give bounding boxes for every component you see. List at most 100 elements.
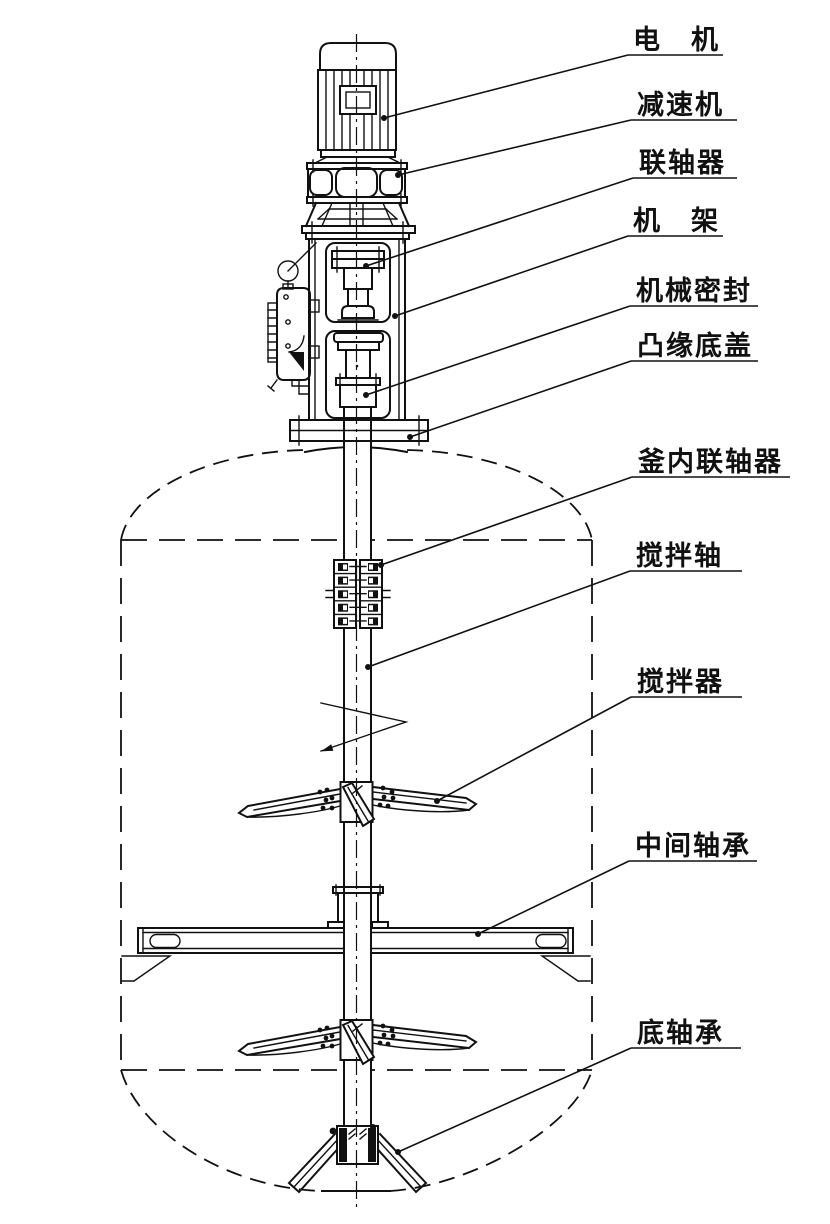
bearing-sleeve-right (368, 1128, 376, 1162)
pedestal-stand (301, 201, 416, 244)
motor (314, 42, 401, 164)
label-mechanical-seal: 机械密封 (363, 275, 758, 398)
label-bottom-bearing: 底轴承 (395, 1017, 741, 1155)
label-coupling-text: 联轴器 (639, 148, 726, 178)
frame-window-bottom (325, 330, 391, 419)
coupling-bolt-ticks (336, 246, 380, 273)
leader-line (365, 177, 634, 267)
agitator-lower (238, 1019, 477, 1065)
bearing-leg-right (370, 1132, 428, 1194)
level-sight-glass (267, 302, 278, 363)
label-coupling: 联轴器 (363, 148, 737, 269)
reducer-window-left (309, 169, 333, 196)
label-agitator-text: 搅拌器 (637, 666, 724, 697)
frame-top-plate (305, 232, 410, 240)
bearing-sleeve-left (339, 1128, 347, 1162)
coupling (331, 246, 385, 321)
seal-lower-housing (339, 384, 377, 408)
in-vessel-coupling-bolts (338, 563, 378, 626)
leader-line (380, 476, 633, 566)
label-in-vessel-coupling: 釜内联轴器 (378, 446, 790, 568)
reducer-window-right (379, 169, 403, 196)
label-reducer-text: 减速机 (637, 90, 724, 120)
label-agitator: 搅拌器 (434, 666, 742, 804)
wall-cleat-left (121, 955, 173, 982)
coupling-flange-upper (331, 250, 385, 260)
label-reducer: 减速机 (395, 90, 737, 178)
flange-bottom-cover (289, 415, 429, 446)
leader-dot (378, 562, 384, 568)
leader-line (394, 235, 629, 317)
leader-line (365, 305, 631, 396)
label-agitator-shaft: 搅拌轴 (365, 540, 742, 670)
leader-line (397, 119, 632, 176)
motor-cap (319, 42, 397, 71)
intermediate-bearing-housing (327, 884, 389, 929)
seal-fluid-pot (267, 242, 320, 395)
label-frame: 机 架 (392, 206, 723, 319)
vessel-top-head-left (120, 449, 306, 541)
leader-line (367, 570, 631, 668)
vessel-top-head-right (406, 449, 593, 541)
leader-dot (363, 392, 369, 398)
pot-valve-wedge (289, 352, 304, 371)
leader-line (409, 360, 632, 438)
beam-slot-right (535, 933, 567, 949)
beam-slot-left (149, 933, 181, 949)
leader-line (436, 696, 632, 802)
motor-junction-box-inner (345, 91, 371, 109)
label-motor: 电 机 (381, 25, 723, 121)
bearing-top-plate (332, 886, 384, 894)
coupling-shaft-step (347, 288, 369, 307)
leader-dot (365, 664, 371, 670)
label-motor-text: 电 机 (633, 25, 720, 55)
pot-drain-stub (267, 379, 278, 392)
label-intermediate-bearing: 中间轴承 (475, 831, 757, 937)
leader-line (383, 54, 629, 119)
flow-direction-arrow (320, 702, 409, 752)
bottom-bearing (287, 1124, 428, 1194)
leader-line (477, 860, 630, 935)
label-mechanical-seal-text: 机械密封 (636, 275, 752, 306)
coupling-hub (343, 267, 373, 290)
arrowhead (321, 744, 334, 752)
pot-piping (291, 379, 310, 395)
leader-dot (392, 313, 398, 319)
label-flange-bottom-cover-text: 凸缘底盖 (637, 330, 753, 361)
bearing-leg-left (287, 1132, 345, 1194)
leader-dot (434, 798, 440, 804)
seal-flange (335, 377, 381, 386)
coupling-collar (341, 305, 375, 319)
coupling-flange-lower (331, 258, 385, 269)
in-vessel-coupling-rows (325, 565, 391, 622)
label-agitator-shaft-text: 搅拌轴 (636, 540, 723, 571)
leader-dot (363, 263, 369, 269)
motor-base-plate (320, 149, 396, 158)
leader-line (397, 1047, 632, 1153)
pedestal-base-plate (301, 225, 416, 234)
leader-dot (475, 931, 481, 937)
leader-dot (381, 115, 387, 121)
callout-labels: 电 机 减速机 联轴器 机 架 机械密封 (363, 25, 790, 1155)
reducer-bolt-ticks (312, 159, 402, 207)
wall-cleat-right (539, 955, 591, 982)
label-bottom-bearing-text: 底轴承 (637, 1017, 724, 1048)
pedestal-bolt-ticks (311, 221, 404, 244)
label-flange-bottom-cover: 凸缘底盖 (407, 330, 758, 440)
pot-body (276, 287, 311, 381)
pot-bracket-lower (309, 345, 320, 359)
label-frame-text: 机 架 (633, 206, 720, 236)
bearing-foot-left (327, 921, 345, 929)
agitator-upper (238, 781, 477, 827)
vessel-bottom-head-right (389, 1069, 593, 1192)
seal-body (345, 349, 371, 379)
flange-bolt-ticks (298, 415, 420, 446)
label-intermediate-bearing-text: 中间轴承 (635, 831, 751, 861)
vessel-bottom-head-left (120, 1069, 323, 1192)
leader-dot (395, 1149, 401, 1155)
leader-dot (407, 434, 413, 440)
in-vessel-coupling (325, 559, 391, 629)
label-in-vessel-coupling-text: 釜内联轴器 (637, 446, 783, 477)
